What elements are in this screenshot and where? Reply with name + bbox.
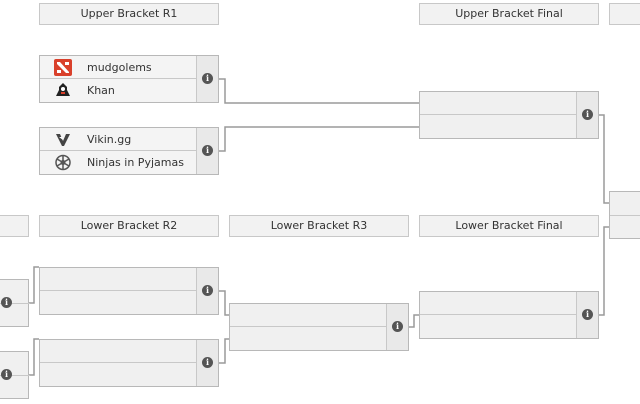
round-header-lower-final: Lower Bracket Final: [419, 215, 599, 237]
round-header-upper-r1: Upper Bracket R1: [39, 3, 219, 25]
match-ub-final[interactable]: i: [419, 91, 599, 139]
connector-ub-m2: [219, 126, 419, 152]
match-slot-team2[interactable]: [420, 315, 576, 338]
connector-ub-final: [599, 114, 610, 204]
match-lb-final[interactable]: i: [419, 291, 599, 339]
match-info-column: i: [386, 304, 408, 350]
team-name: Ninjas in Pyjamas: [87, 156, 184, 169]
match-slot-team2[interactable]: Khan: [40, 79, 196, 102]
match-slot-team1[interactable]: [420, 292, 576, 315]
round-header-grand-final: [609, 3, 640, 25]
dota2-logo-icon: [54, 59, 72, 76]
vikin-logo-icon: [56, 134, 70, 146]
info-icon[interactable]: i: [582, 109, 593, 120]
match-info-column: i: [196, 340, 218, 386]
match-grand-final[interactable]: [609, 191, 640, 239]
round-header-lower-r3: Lower Bracket R3: [229, 215, 409, 237]
info-icon[interactable]: i: [582, 309, 593, 320]
team-name: mudgolems: [87, 61, 152, 74]
connector-lb-r2-m2: [219, 338, 229, 364]
match-slot-team2[interactable]: [40, 363, 196, 386]
connector-lb-final: [599, 226, 610, 316]
info-icon[interactable]: i: [392, 321, 403, 332]
connector-lb-r1-m2: [29, 338, 39, 376]
match-lb-r1-m1[interactable]: i: [0, 279, 30, 327]
match-slot-team1[interactable]: [40, 268, 196, 291]
match-divider: [0, 375, 30, 376]
match-ub-r1-m2[interactable]: Vikin.gg Ninjas in Pyjamas i: [39, 127, 219, 175]
info-icon[interactable]: i: [1, 297, 12, 308]
match-divider: [610, 215, 640, 216]
match-slot-team1[interactable]: [40, 340, 196, 363]
match-slot-team1[interactable]: Vikin.gg: [40, 128, 196, 151]
match-lb-r2-m1[interactable]: i: [39, 267, 219, 315]
match-info-column: i: [196, 56, 218, 102]
team-name: Vikin.gg: [87, 133, 132, 146]
connector-lb-r1-m1: [29, 266, 39, 304]
match-lb-r3[interactable]: i: [229, 303, 409, 351]
match-ub-r1-m1[interactable]: mudgolems Khan i: [39, 55, 219, 103]
match-slot-team2[interactable]: Ninjas in Pyjamas: [40, 151, 196, 174]
match-slot-team1[interactable]: mudgolems: [40, 56, 196, 79]
round-header-lower-r1: [0, 215, 29, 237]
connector-lb-r2-m1: [219, 290, 229, 316]
team-name: Khan: [87, 84, 115, 97]
connector-ub-m1: [219, 78, 419, 104]
round-header-upper-final: Upper Bracket Final: [419, 3, 599, 25]
match-slot-team2[interactable]: [230, 327, 386, 350]
khan-logo-icon: [56, 83, 70, 96]
info-icon[interactable]: i: [202, 285, 213, 296]
match-info-column: i: [196, 268, 218, 314]
match-info-column: i: [576, 92, 598, 138]
nip-logo-icon: [55, 154, 71, 171]
info-icon[interactable]: i: [1, 369, 12, 380]
match-lb-r1-m2[interactable]: i: [0, 351, 30, 399]
match-lb-r2-m2[interactable]: i: [39, 339, 219, 387]
match-divider: [0, 303, 30, 304]
match-slot-team2[interactable]: [420, 115, 576, 138]
match-slot-team1[interactable]: [420, 92, 576, 115]
match-slot-team1[interactable]: [230, 304, 386, 327]
info-icon[interactable]: i: [202, 357, 213, 368]
round-header-lower-r2: Lower Bracket R2: [39, 215, 219, 237]
info-icon[interactable]: i: [202, 73, 213, 84]
match-slot-team2[interactable]: [40, 291, 196, 314]
info-icon[interactable]: i: [202, 145, 213, 156]
match-info-column: i: [196, 128, 218, 174]
match-info-column: i: [576, 292, 598, 338]
connector-lb-r3: [409, 314, 419, 328]
